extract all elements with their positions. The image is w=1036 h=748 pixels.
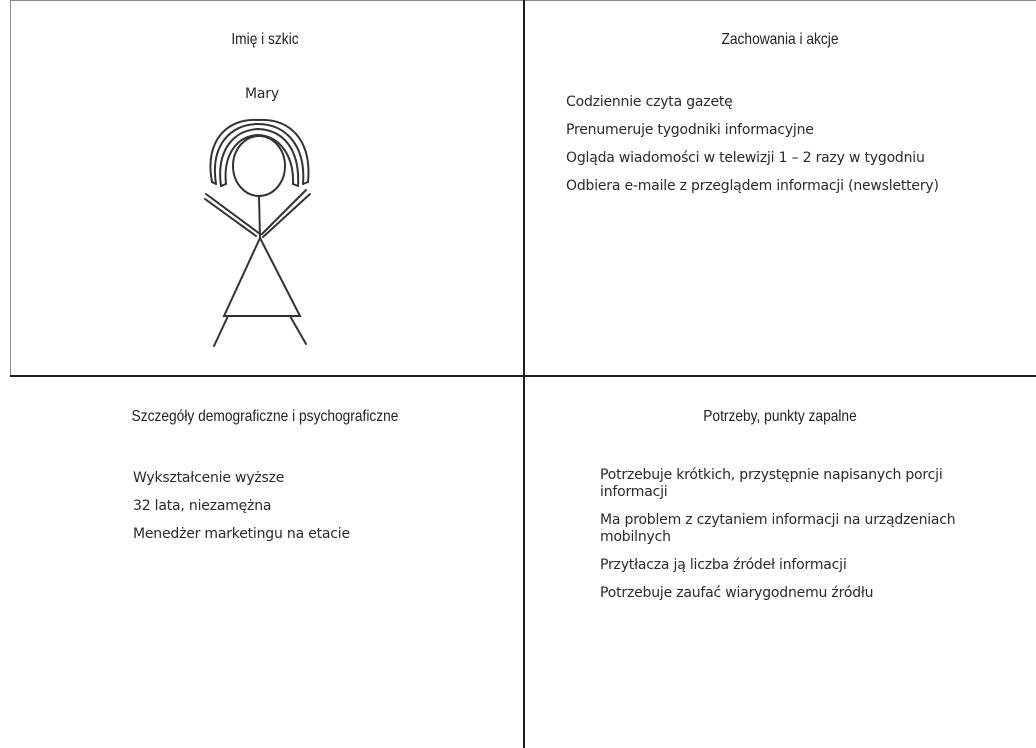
list-item: Ogląda wiadomości w telewizji 1 – 2 razy… [566,150,925,166]
left-border [10,0,11,376]
behaviors-list: Codziennie czyta gazetę Prenumeruje tygo… [566,88,939,200]
quadrant-heading-behaviors: Zachowania i akcje [721,31,839,48]
stick-figure-icon [204,118,311,347]
list-item: 32 lata, niezamężna [133,498,272,514]
needs-list: Potrzebuje krótkich, przystępnie napisan… [600,467,960,613]
persona-name: Mary [245,86,279,102]
list-item: Ma problem z czytaniem informacji na urz… [600,512,956,545]
list-item: Wykształcenie wyższe [133,470,285,486]
list-item: Odbiera e-maile z przeglądem informacji … [566,178,939,194]
quadrant-heading-name-sketch: Imię i szkic [231,31,299,48]
list-item: Prenumeruje tygodniki informacyjne [566,122,814,138]
demographics-list: Wykształcenie wyższe 32 lata, niezamężna… [133,464,350,548]
list-item: Potrzebuje krótkich, przystępnie napisan… [600,467,943,500]
list-item: Codziennie czyta gazetę [566,94,733,110]
horizontal-divider [10,375,1036,377]
list-item: Przytłacza ją liczba źródeł informacji [600,557,847,573]
list-item: Menedżer marketingu na etacie [133,526,350,542]
quadrant-heading-needs: Potrzeby, punkty zapalne [703,408,857,425]
list-item: Potrzebuje zaufać wiarygodnemu źródłu [600,585,874,601]
vertical-divider [523,0,525,748]
quadrant-heading-demographics: Szczegóły demograficzne i psychograficzn… [131,408,399,425]
